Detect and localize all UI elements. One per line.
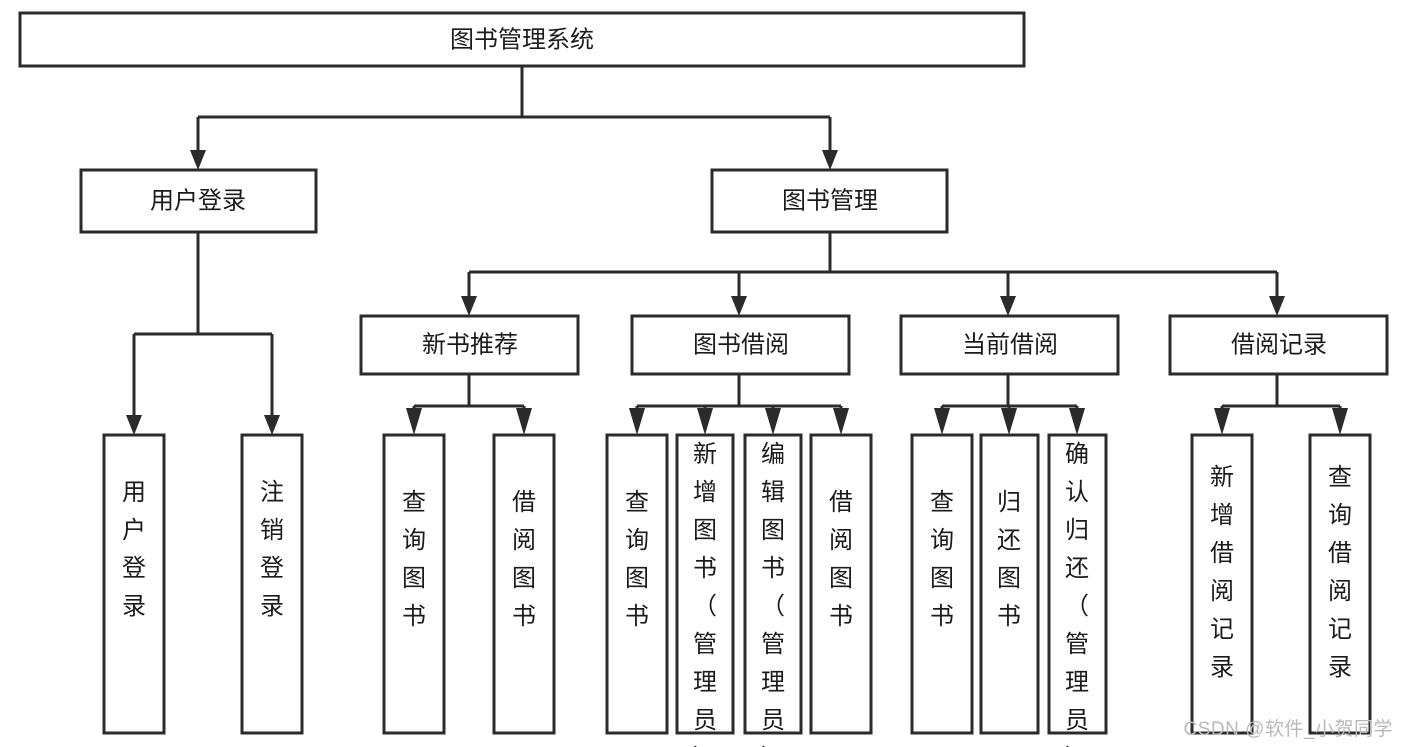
- csdn-watermark: CSDN @软件_小贺同学: [1183, 719, 1393, 740]
- leaf-query-book-3-label: 查询图书: [930, 489, 954, 630]
- node-borrow-record[interactable]: 借阅记录: [1168, 314, 1389, 376]
- arrow-head-icon: [1069, 408, 1085, 435]
- leaf-query-book-3-box[interactable]: [910, 433, 974, 735]
- arrow-head-icon: [1269, 296, 1285, 316]
- leaf-borrow-book-2-label: 借阅图书: [829, 489, 853, 630]
- leaf-confirm-return[interactable]: 确认归还（管理员）: [1047, 433, 1108, 747]
- leaf-query-book-2[interactable]: 查询图书: [605, 433, 669, 735]
- node-current-borrow[interactable]: 当前借阅: [899, 314, 1120, 376]
- connector-group-root: [190, 66, 838, 170]
- arrow-head-icon: [1214, 408, 1230, 435]
- arrow-head-icon: [1001, 408, 1017, 435]
- arrow-head-icon: [833, 408, 849, 435]
- connector-group-borrow-record: [1214, 374, 1348, 435]
- connector-group-book-manage: [461, 232, 1285, 316]
- leaf-return-book[interactable]: 归还图书: [979, 433, 1040, 735]
- leaf-add-record[interactable]: 新增借阅记录: [1190, 433, 1254, 735]
- node-book-manage[interactable]: 图书管理: [710, 168, 949, 234]
- leaf-add-book-label: 新增图书（管理员）: [693, 441, 717, 747]
- node-borrow-record-box[interactable]: [1168, 314, 1389, 376]
- node-book-borrow-label: 图书借阅: [693, 331, 789, 358]
- node-book-borrow[interactable]: 图书借阅: [630, 314, 851, 376]
- arrow-head-icon: [731, 296, 747, 316]
- leaf-confirm-return-box[interactable]: [1047, 433, 1108, 735]
- node-book-manage-box[interactable]: [710, 168, 949, 234]
- arrow-head-icon: [406, 408, 422, 435]
- node-new-book-recommend[interactable]: 新书推荐: [359, 314, 580, 376]
- arrow-head-icon: [516, 408, 532, 435]
- leaf-query-record-label: 查询借阅记录: [1328, 464, 1352, 681]
- leaf-borrow-book-2-box[interactable]: [809, 433, 873, 735]
- node-book-borrow-box[interactable]: [630, 314, 851, 376]
- leaf-query-book-3[interactable]: 查询图书: [910, 433, 974, 735]
- leaf-borrow-book-2[interactable]: 借阅图书: [809, 433, 873, 735]
- leaf-add-record-box[interactable]: [1190, 433, 1254, 735]
- connector-group-user-login: [126, 232, 280, 435]
- leaf-user-login-box[interactable]: [102, 433, 166, 735]
- node-current-borrow-label: 当前借阅: [962, 331, 1058, 358]
- arrow-head-icon: [934, 408, 950, 435]
- arrow-head-icon: [190, 150, 206, 170]
- leaf-edit-book-label: 编辑图书（管理员）: [761, 441, 785, 747]
- leaf-add-record-label: 新增借阅记录: [1210, 464, 1234, 681]
- node-new-book-recommend-box[interactable]: [359, 314, 580, 376]
- leaf-query-record-box[interactable]: [1308, 433, 1372, 735]
- node-user-login[interactable]: 用户登录: [79, 168, 318, 234]
- leaf-add-book[interactable]: 新增图书（管理员）: [675, 433, 735, 747]
- leaf-return-book-label: 归还图书: [997, 489, 1021, 630]
- arrow-head-icon: [629, 408, 645, 435]
- leaf-query-book-2-label: 查询图书: [625, 489, 649, 630]
- node-user-login-label: 用户登录: [150, 187, 246, 214]
- arrow-head-icon: [697, 408, 713, 435]
- leaf-user-login[interactable]: 用户登录: [102, 433, 166, 735]
- leaf-query-book-1-box[interactable]: [382, 433, 446, 735]
- leaf-edit-book[interactable]: 编辑图书（管理员）: [743, 433, 803, 747]
- leaf-add-book-box[interactable]: [675, 433, 735, 735]
- leaf-borrow-book-1-label: 借阅图书: [512, 489, 536, 630]
- arrow-head-icon: [264, 415, 280, 435]
- arrow-head-icon: [1332, 408, 1348, 435]
- node-user-login-box[interactable]: [79, 168, 318, 234]
- node-root-box[interactable]: [18, 11, 1026, 68]
- leaf-logout-login[interactable]: 注销登录: [240, 433, 304, 735]
- leaf-query-book-2-box[interactable]: [605, 433, 669, 735]
- connector-group-new-book-recommend: [406, 374, 532, 435]
- connector-group-current-borrow: [934, 374, 1085, 435]
- node-current-borrow-box[interactable]: [899, 314, 1120, 376]
- node-borrow-record-label: 借阅记录: [1231, 331, 1327, 358]
- leaf-borrow-book-1-box[interactable]: [492, 433, 556, 735]
- leaf-logout-login-box[interactable]: [240, 433, 304, 735]
- arrow-head-icon: [461, 296, 477, 316]
- arrow-head-icon: [126, 415, 142, 435]
- node-book-manage-label: 图书管理: [782, 187, 878, 214]
- node-root[interactable]: 图书管理系统: [18, 11, 1026, 68]
- leaf-logout-login-label: 注销登录: [260, 479, 284, 620]
- leaf-query-book-1-label: 查询图书: [402, 489, 426, 630]
- leaf-edit-book-box[interactable]: [743, 433, 803, 735]
- leaf-confirm-return-label: 确认归还（管理员）: [1065, 441, 1089, 747]
- leaf-user-login-label: 用户登录: [122, 479, 146, 620]
- connector-group-book-borrow: [629, 374, 849, 435]
- arrow-head-icon: [1000, 296, 1016, 316]
- leaf-query-record[interactable]: 查询借阅记录: [1308, 433, 1372, 735]
- leaf-return-book-box[interactable]: [979, 433, 1040, 735]
- node-root-label: 图书管理系统: [450, 26, 594, 53]
- leaf-query-book-1[interactable]: 查询图书: [382, 433, 446, 735]
- leaf-borrow-book-1[interactable]: 借阅图书: [492, 433, 556, 735]
- node-new-book-recommend-label: 新书推荐: [422, 331, 518, 358]
- arrow-head-icon: [822, 150, 838, 170]
- arrow-head-icon: [765, 408, 781, 435]
